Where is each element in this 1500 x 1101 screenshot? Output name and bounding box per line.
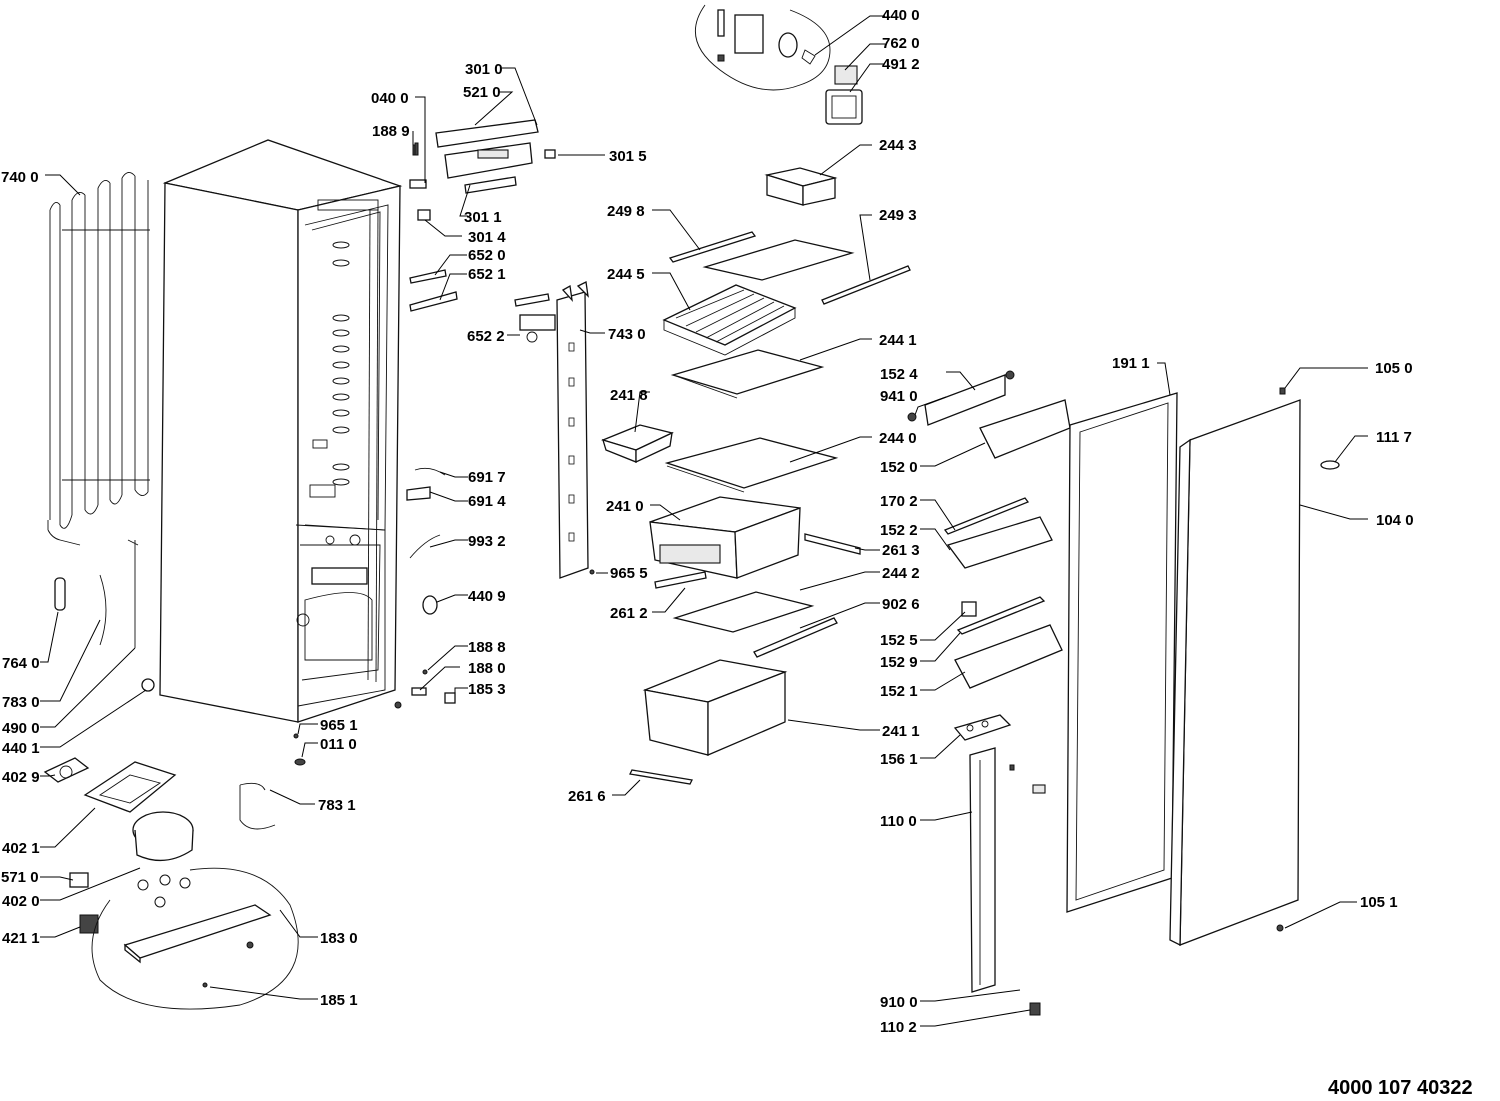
part-170-2-label: 170 2: [880, 493, 918, 510]
part-783-0-label: 783 0: [2, 694, 40, 711]
door-handle-drawing: [969, 747, 1046, 1016]
part-labels: 440 0 762 0 491 2 301 0 521 0 040 0 188 9 301 5…: [1, 7, 1414, 1036]
document-number: 4000 107 40322: [1328, 1077, 1473, 1099]
door-gasket-drawing: [1066, 392, 1178, 913]
part-152-2-label: 152 2: [880, 522, 918, 539]
part-762-0-label: 762 0: [882, 35, 920, 52]
part-191-1-label: 191 1: [1112, 355, 1150, 372]
part-652-0-label: 652 0: [468, 247, 506, 264]
part-011-0-label: 011 0: [320, 736, 357, 753]
part-152-5-label: 152 5: [880, 632, 918, 649]
fan-group-drawing: [694, 4, 863, 125]
part-152-0-label: 152 0: [880, 459, 918, 476]
part-301-1-label: 301 1: [464, 209, 502, 226]
control-panel-drawing: [409, 119, 556, 343]
part-249-3-label: 249 3: [879, 207, 917, 224]
part-104-0-label: 104 0: [1376, 512, 1414, 529]
part-241-8-label: 241 8: [610, 387, 648, 404]
part-652-2-label: 652 2: [467, 328, 505, 345]
part-652-1-label: 652 1: [468, 266, 506, 283]
cabinet-drawing: [159, 139, 403, 723]
hinge-cover-drawing: [953, 714, 1012, 741]
part-491-2-label: 491 2: [882, 56, 920, 73]
door-panel-drawing: [1169, 387, 1340, 947]
part-301-4-label: 301 4: [468, 229, 506, 246]
part-152-9-label: 152 9: [880, 654, 918, 671]
part-111-7-label: 111 7: [1376, 429, 1412, 446]
part-490-0-label: 490 0: [2, 720, 40, 737]
crisper-lower-drawing: [629, 659, 788, 785]
door-shelves-drawing: [907, 370, 1071, 689]
lower-left-parts-drawing: [54, 142, 595, 766]
wire-shelf-drawing: [662, 284, 797, 356]
part-965-5-label: 965 5: [610, 565, 648, 582]
base-bracket-drawing: [91, 867, 299, 1010]
part-783-1-label: 783 1: [318, 797, 356, 814]
part-244-1-label: 244 1: [879, 332, 917, 349]
part-152-4-label: 152 4: [880, 366, 918, 383]
part-691-4-label: 691 4: [468, 493, 506, 510]
part-156-1-label: 156 1: [880, 751, 918, 768]
part-743-0-label: 743 0: [608, 326, 646, 343]
part-402-9-label: 402 9: [2, 769, 40, 786]
part-261-3-label: 261 3: [882, 542, 920, 559]
part-188-9-label: 188 9: [372, 123, 410, 140]
part-910-0-label: 910 0: [880, 994, 918, 1011]
part-188-0-label: 188 0: [468, 660, 506, 677]
part-421-1-label: 421 1: [2, 930, 40, 947]
part-402-1-label: 402 1: [2, 840, 40, 857]
part-902-6-label: 902 6: [882, 596, 920, 613]
part-185-3-label: 185 3: [468, 681, 506, 698]
part-301-5-label: 301 5: [609, 148, 647, 165]
part-249-8-label: 249 8: [607, 203, 645, 220]
part-941-0-label: 941 0: [880, 388, 918, 405]
part-965-1-label: 965 1: [320, 717, 358, 734]
part-188-8-label: 188 8: [468, 639, 506, 656]
shelves-drawing: [662, 231, 911, 658]
part-402-0-label: 402 0: [2, 893, 40, 910]
box-244-3-drawing: [764, 167, 838, 206]
part-691-7-label: 691 7: [468, 469, 506, 486]
part-764-0-label: 764 0: [2, 655, 40, 672]
condenser-coil-drawing: [47, 172, 150, 546]
part-440-0-label: 440 0: [882, 7, 920, 24]
part-261-2-label: 261 2: [610, 605, 648, 622]
part-105-1-label: 105 1: [1360, 894, 1398, 911]
part-040-0-label: 040 0: [371, 90, 409, 107]
part-301-0-label: 301 0: [465, 61, 503, 78]
part-521-0-label: 521 0: [463, 84, 501, 101]
part-244-5-label: 244 5: [607, 266, 645, 283]
damper-drawing: [519, 314, 556, 343]
compressor-group-drawing: [43, 757, 276, 934]
leader-lines: [40, 15, 1368, 1027]
part-110-2-label: 110 2: [880, 1019, 917, 1036]
part-drawings: [43, 4, 1340, 1016]
part-183-0-label: 183 0: [320, 930, 358, 947]
part-241-1-label: 241 1: [882, 723, 920, 740]
part-244-3-label: 244 3: [879, 137, 917, 154]
part-571-0-label: 571 0: [1, 869, 39, 886]
air-duct-drawing: [556, 281, 589, 579]
part-105-0-label: 105 0: [1375, 360, 1413, 377]
crisper-upper-drawing: [649, 496, 861, 589]
part-244-2-label: 244 2: [882, 565, 920, 582]
part-185-1-label: 185 1: [320, 992, 358, 1009]
part-993-2-label: 993 2: [468, 533, 506, 550]
part-440-1-label: 440 1: [2, 740, 40, 757]
part-261-6-label: 261 6: [568, 788, 606, 805]
part-244-0-label: 244 0: [879, 430, 917, 447]
part-740-0-label: 740 0: [1, 169, 39, 186]
part-110-0-label: 110 0: [880, 813, 917, 830]
part-241-0-label: 241 0: [606, 498, 644, 515]
part-152-1-label: 152 1: [880, 683, 918, 700]
egg-tray-drawing: [601, 424, 674, 464]
part-440-9-label: 440 9: [468, 588, 506, 605]
